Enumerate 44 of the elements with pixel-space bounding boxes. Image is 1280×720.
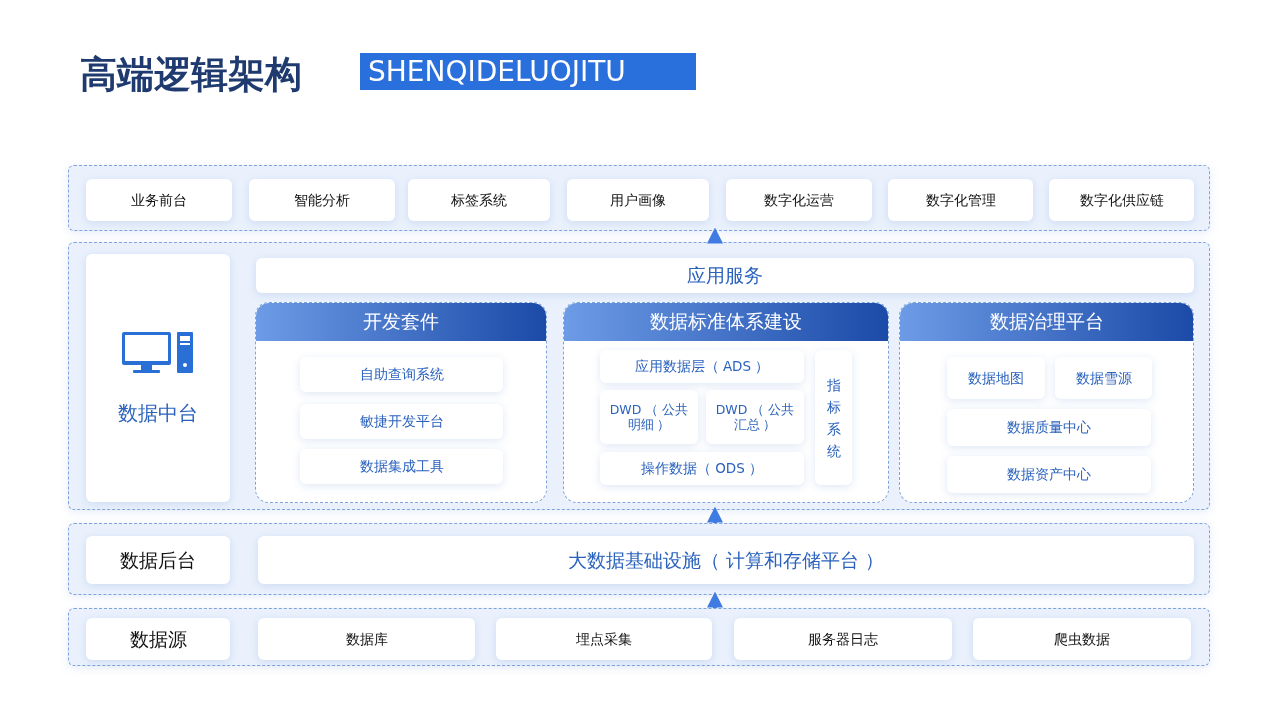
module-panel	[255, 302, 547, 503]
module-box: 大数据基础设施（ 计算和存储平台 ）	[258, 536, 1194, 584]
module-box: 数据雪源	[1055, 357, 1152, 399]
layer-band	[68, 523, 1210, 595]
panel-header: 数据治理平台	[900, 303, 1193, 341]
vertical-label-box: 指标系统	[815, 350, 852, 485]
arrow	[707, 227, 723, 244]
module-box: 埋点采集	[496, 618, 712, 660]
module-box: 数据库	[258, 618, 475, 660]
module-panel	[563, 302, 889, 503]
subtitle-banner: SHENQIDELUOJITU	[360, 53, 696, 90]
module-box: 服务器日志	[734, 618, 952, 660]
page-title: 高端逻辑架构	[80, 52, 302, 98]
layer-band	[68, 242, 1210, 510]
module-box: 敏捷开发平台	[300, 404, 503, 439]
layer-band	[68, 608, 1210, 666]
panel-header: 开发套件	[256, 303, 546, 341]
module-box: 数据集成工具	[300, 449, 503, 484]
module-box: 应用数据层（ ADS ）	[600, 350, 804, 383]
module-box: 数据资产中心	[947, 456, 1151, 493]
module-box: 数据源	[86, 618, 230, 660]
module-box: 自助查询系统	[300, 357, 503, 392]
layer-band	[68, 165, 1210, 231]
module-box: 操作数据（ ODS ）	[600, 452, 804, 485]
module-box: 应用服务	[256, 258, 1194, 293]
module-box: 数据后台	[86, 536, 230, 584]
module-box: 业务前台	[86, 179, 232, 221]
module-box: 数字化供应链	[1049, 179, 1194, 221]
module-box: 用户画像	[567, 179, 709, 221]
module-box: 爬虫数据	[973, 618, 1191, 660]
module-box: 数字化运营	[726, 179, 872, 221]
module-box: 数字化管理	[888, 179, 1033, 221]
module-box: 数据质量中心	[947, 409, 1151, 446]
module-box: 标签系统	[408, 179, 550, 221]
platform-card	[86, 254, 230, 502]
module-panel	[899, 302, 1194, 503]
arrow	[707, 506, 723, 523]
module-box: DWD （ 公共明细 ）	[600, 390, 698, 444]
module-box: 数据地图	[947, 357, 1045, 399]
panel-header: 数据标准体系建设	[564, 303, 888, 341]
module-box: 智能分析	[249, 179, 395, 221]
platform-label: 数据中台	[118, 401, 198, 425]
module-box: DWD （ 公共汇总 ）	[706, 390, 804, 444]
arrow	[707, 591, 723, 608]
